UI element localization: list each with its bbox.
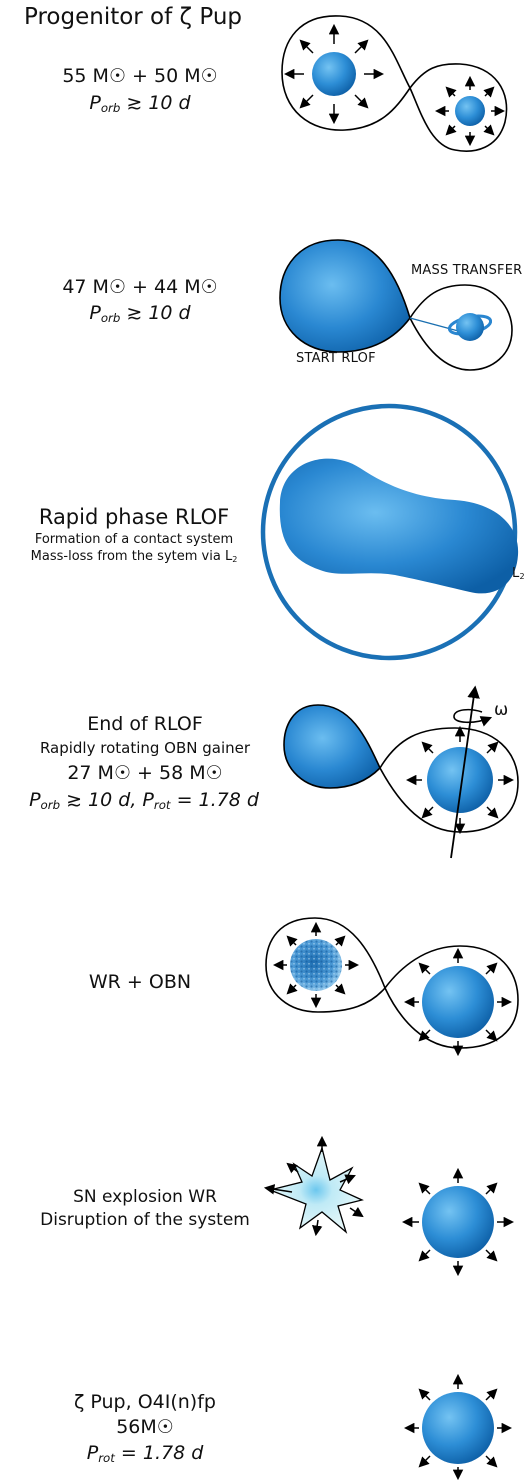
- stage5-figure: [265, 917, 519, 1057]
- binary-lobes-outline: [265, 917, 519, 1049]
- stage5-heading: WR + OBN: [88, 971, 192, 993]
- stage7-line1: ζ Pup, O4I(n)fp: [74, 1391, 216, 1413]
- wind-arrows: [405, 725, 515, 835]
- accretor-star: [456, 313, 484, 341]
- accretor-lobe-outline: [409, 284, 513, 371]
- stage7-figure: [403, 1373, 513, 1480]
- wind-arrows: [272, 921, 513, 1057]
- stage2-period: Porb ≳ 10 d: [89, 302, 191, 325]
- common-envelope-ring: [260, 403, 518, 661]
- gainer-lobe-outline: [379, 727, 519, 833]
- donor-remnant-lobe: [283, 704, 381, 789]
- mass-transfer-label: MASS TRANSFER: [411, 263, 523, 278]
- stage4-heading: End of RLOF: [87, 713, 203, 735]
- stage6-line2: Disruption of the system: [40, 1210, 250, 1230]
- rotation-arrow: [453, 708, 493, 727]
- wr-star-texture: [290, 939, 342, 991]
- stage7-line2: 56M☉: [116, 1416, 174, 1438]
- stage3-line2: Mass-loss from the sytem via L2: [30, 549, 238, 564]
- runaway-star: [422, 1186, 494, 1258]
- omega-label: ω: [494, 700, 509, 720]
- stage3-line1: Formation of a contact system: [34, 532, 234, 547]
- mass-stream: [409, 317, 463, 333]
- stage6-line1: SN explosion WR: [73, 1187, 217, 1207]
- wind-arrows: [401, 1167, 515, 1277]
- stage1-masses: 55 M☉ + 50 M☉: [62, 65, 218, 87]
- stage3-figure: [260, 403, 519, 661]
- diagram-title: Progenitor of ζ Pup: [24, 4, 243, 30]
- stage3-heading: Rapid phase RLOF: [38, 505, 230, 529]
- l2-point-label: L2: [512, 566, 525, 581]
- stage2-figure: [279, 239, 513, 371]
- wind-arrows: [403, 1373, 513, 1480]
- stage7-period: Prot = 1.78 d: [86, 1442, 204, 1465]
- stage4-line1: Rapidly rotating OBN gainer: [39, 739, 251, 757]
- obn-star: [422, 966, 494, 1038]
- stage4-periods: Porb ≳ 10 d, Prot = 1.78 d: [29, 789, 259, 812]
- contact-system: [279, 458, 519, 594]
- start-rlof-label: START RLOF: [296, 351, 376, 366]
- primary-star: [312, 52, 356, 96]
- roche-lobe-outline: [281, 15, 508, 152]
- stage2-masses: 47 M☉ + 44 M☉: [62, 276, 218, 298]
- stage4-masses: 27 M☉ + 58 M☉: [67, 762, 223, 784]
- wind-arrows: [283, 23, 506, 147]
- stage6-figure: [263, 1135, 515, 1277]
- zeta-pup-star: [422, 1392, 494, 1464]
- gainer-star: [427, 747, 493, 813]
- stage1-figure: [281, 15, 508, 152]
- donor-lobe-filled: [279, 239, 411, 353]
- stage1-period: Porb ≳ 10 d: [89, 92, 191, 115]
- sn-arrows: [263, 1135, 364, 1237]
- stage4-figure: [283, 685, 519, 859]
- secondary-star: [455, 96, 485, 126]
